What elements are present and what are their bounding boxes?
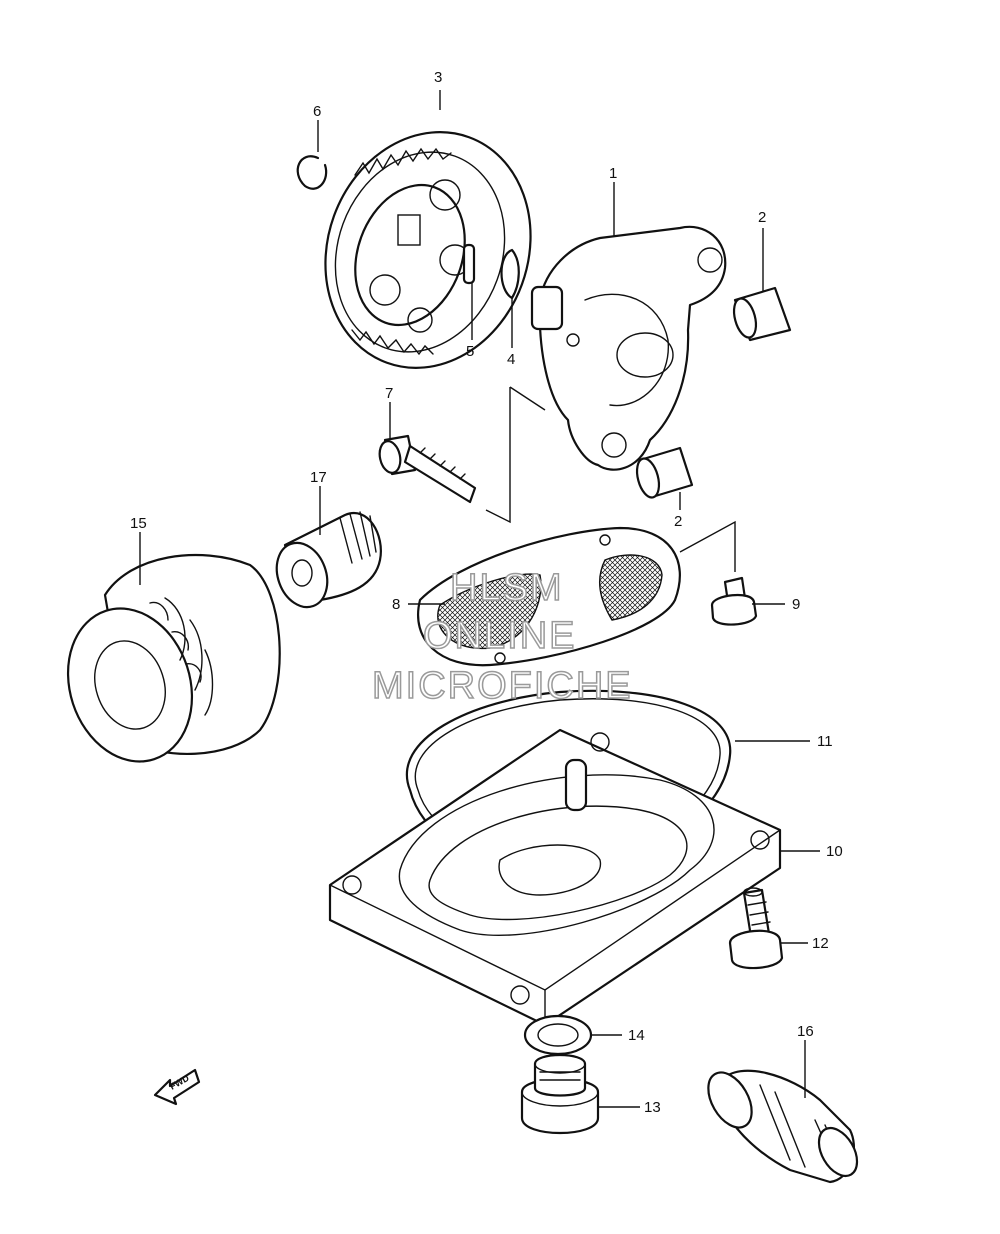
pan-bolt [728, 887, 784, 970]
watermark-line-2: ONLINE [423, 615, 576, 657]
watermark-line-3: MICROFICHE [372, 665, 633, 707]
forward-direction-arrow: FWD [153, 1068, 201, 1106]
union-pipe [275, 511, 382, 609]
pin [462, 243, 476, 285]
oil-filter [66, 553, 281, 763]
oil-pump-driven-gear [324, 131, 532, 369]
callout-labels: 3 6 1 2 5 4 7 17 2 15 8 9 11 10 12 16 14… [130, 69, 843, 1116]
callout-13: 13 [644, 1099, 661, 1116]
callout-8: 8 [392, 596, 400, 613]
callout-2-lower: 2 [674, 513, 682, 530]
watermark-line-1: HLSM [450, 567, 564, 609]
drain-washer [523, 1014, 593, 1056]
oil-pressure-switch [707, 1069, 859, 1184]
callout-3: 3 [434, 69, 442, 86]
callout-17: 17 [310, 469, 327, 486]
callout-5: 5 [466, 343, 474, 360]
callout-6: 6 [313, 103, 321, 120]
callout-9: 9 [792, 596, 800, 613]
oil-pan [328, 728, 782, 1027]
strainer-screw [710, 576, 758, 626]
drain-plug [520, 1054, 600, 1134]
callout-12: 12 [812, 935, 829, 952]
callout-14: 14 [628, 1027, 645, 1044]
pump-bolt [378, 434, 477, 504]
dowel-pin-upper [732, 286, 792, 342]
leader-lines [139, 90, 820, 1108]
callout-7: 7 [385, 385, 393, 402]
callout-2-upper: 2 [758, 209, 766, 226]
strainer-gasket [417, 526, 681, 667]
callout-16: 16 [797, 1023, 814, 1040]
circlip [296, 155, 328, 190]
watermark: HLSM ONLINE MICROFICHE [371, 566, 633, 708]
callout-11: 11 [817, 733, 833, 750]
callout-15: 15 [130, 515, 147, 532]
callout-4: 4 [507, 351, 515, 368]
callout-10: 10 [826, 843, 843, 860]
dowel-pin-lower [635, 446, 694, 499]
callout-1: 1 [609, 165, 617, 182]
washer-clip [500, 248, 520, 300]
oil-pump-body [530, 225, 727, 471]
